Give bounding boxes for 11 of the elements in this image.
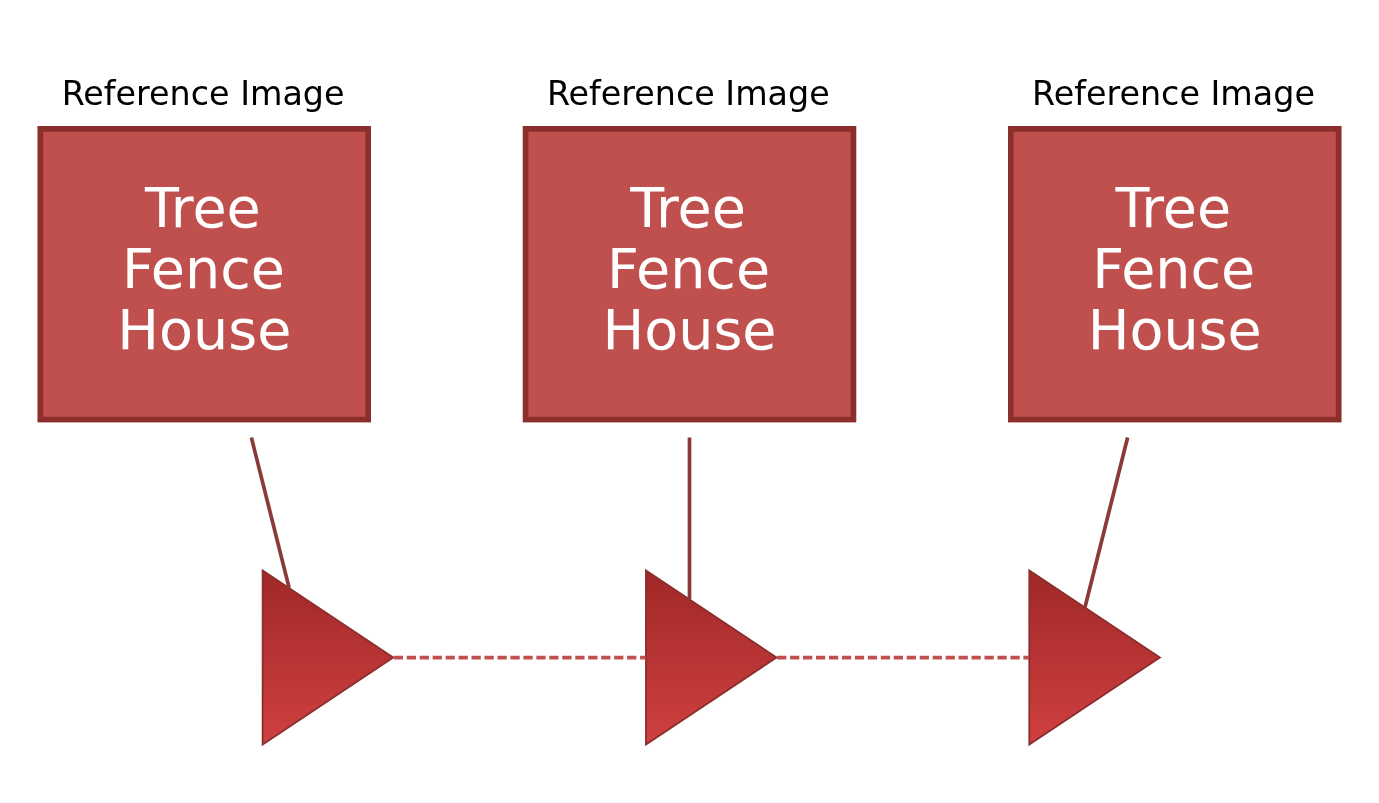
node-triangle bbox=[1028, 568, 1162, 746]
node-label: Reference Image bbox=[1032, 73, 1315, 113]
connector bbox=[393, 655, 646, 659]
connector bbox=[249, 436, 291, 588]
node-label: Reference Image bbox=[61, 73, 345, 113]
node-triangle bbox=[645, 568, 779, 746]
connector bbox=[687, 437, 692, 599]
node-triangle bbox=[261, 568, 395, 746]
connector bbox=[777, 655, 1029, 659]
connector bbox=[1083, 436, 1130, 608]
node-label: Reference Image bbox=[546, 73, 830, 113]
